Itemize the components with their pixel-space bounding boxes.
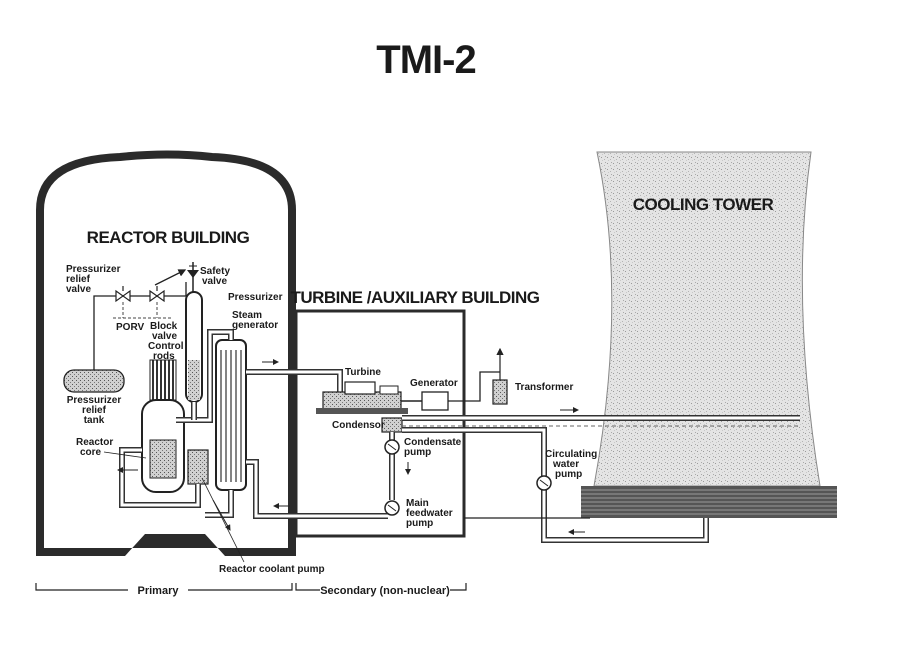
svg-text:Pressurizer: Pressurizer [67, 395, 122, 406]
svg-text:water: water [552, 459, 579, 470]
svg-text:pump: pump [404, 447, 431, 458]
pressurizer-relief-valve-label: Pressurizer [66, 264, 121, 275]
safety-valve-label: Safety [200, 266, 230, 277]
turbine-auxiliary-building: TURBINE /AUXILIARY BUILDING [290, 288, 540, 538]
pressurizer-label: Pressurizer [228, 292, 283, 303]
reactor-core-label: Reactor [76, 437, 113, 448]
svg-text:rods: rods [153, 351, 175, 362]
transformer [448, 347, 508, 405]
condensate-pump-icon [384, 432, 411, 500]
condensor-label: Condensor [332, 420, 385, 431]
reactor-vessel [141, 359, 185, 493]
cooling-tower: COOLING TOWER [581, 151, 837, 518]
turbine-building-label: TURBINE /AUXILIARY BUILDING [290, 288, 539, 307]
condensor [381, 417, 403, 433]
svg-text:relief: relief [66, 274, 91, 285]
porv-label: PORV [116, 322, 144, 333]
svg-text:core: core [80, 447, 102, 458]
turbine [316, 381, 408, 414]
main-feedwater-pump-label: Main [406, 498, 429, 509]
reactor-coolant-pump-label: Reactor coolant pump [219, 564, 325, 575]
steam-generator-label: Steam [232, 310, 262, 321]
circulating-water-pump-icon [536, 475, 552, 491]
svg-text:generator: generator [232, 320, 278, 331]
page-title: TMI-2 [376, 38, 475, 82]
cooling-tower-label: COOLING TOWER [633, 195, 774, 214]
block-valve-icon [149, 286, 165, 303]
svg-text:pump: pump [406, 518, 433, 529]
component-labels: Pressurizer relief valve Safety valve Pr… [66, 264, 597, 575]
reactor-building: REACTOR BUILDING [36, 150, 296, 556]
main-feedwater-pump-icon [384, 500, 400, 516]
generator-label: Generator [410, 378, 458, 389]
control-rods-label: Control [148, 341, 184, 352]
svg-text:valve: valve [202, 276, 227, 287]
porv-valve-icon [115, 286, 131, 303]
generator [401, 391, 449, 411]
steam-generator [215, 339, 247, 491]
svg-text:tank: tank [84, 415, 105, 426]
system-bracket: Primary Secondary (non-nuclear) [35, 583, 467, 597]
reactor-building-label: REACTOR BUILDING [87, 228, 250, 247]
svg-text:valve: valve [152, 331, 177, 342]
pressurizer-relief-tank: Pressurizer relief tank [63, 369, 125, 426]
svg-text:feedwater: feedwater [406, 508, 453, 519]
secondary-label: Secondary (non-nuclear) [320, 585, 450, 597]
svg-text:pump: pump [555, 469, 582, 480]
safety-valve-icon [187, 262, 199, 292]
transformer-label: Transformer [515, 382, 573, 393]
turbine-label: Turbine [345, 367, 381, 378]
pressurizer [185, 291, 203, 403]
circulating-water-pump-label: Circulating [545, 449, 597, 460]
primary-label: Primary [138, 585, 180, 597]
condensate-pump-label: Condensate [404, 437, 462, 448]
reactor-coolant-pump-icon [187, 449, 209, 485]
block-valve-label: Block [150, 321, 178, 332]
svg-text:relief: relief [82, 405, 107, 416]
svg-text:valve: valve [66, 284, 91, 295]
